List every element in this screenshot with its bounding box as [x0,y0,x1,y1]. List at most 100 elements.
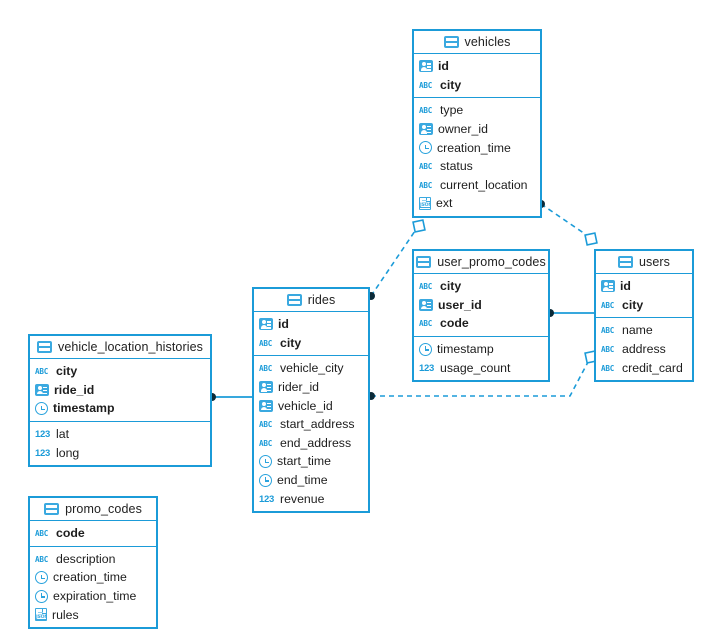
column-name: city [440,77,462,92]
column-row[interactable]: user_id [414,296,548,315]
table-header[interactable]: rides [254,289,368,312]
table-header[interactable]: promo_codes [30,498,156,521]
abc-type-icon: ABC [35,554,49,564]
abc-type-icon: ABC [419,282,433,292]
abc-type-icon: ABC [601,345,615,355]
column-name: city [280,335,302,350]
table-title: rides [307,293,336,307]
table-title: user_promo_codes [437,255,546,269]
column-name: ext [436,196,453,211]
table-icon [416,256,432,268]
id-key-icon [259,318,273,331]
clock-icon [419,141,432,155]
column-row[interactable]: id [596,277,692,296]
column-row[interactable]: rider_id [254,378,368,397]
relationship-endpoint-square [584,232,598,246]
abc-type-icon: ABC [259,338,273,348]
abc-type-icon: ABC [601,300,615,310]
column-row[interactable]: ABC address [596,340,692,359]
column-name: long [56,445,80,460]
abc-type-icon: ABC [419,180,433,190]
column-row[interactable]: ride_id [30,381,210,400]
abc-type-icon: ABC [601,326,615,336]
table-header[interactable]: vehicle_location_histories [30,336,210,359]
abc-type-icon: ABC [35,529,49,539]
column-row[interactable]: vehicle_id [254,396,368,415]
column-row[interactable]: ABC city [254,334,368,353]
table-title: users [638,255,671,269]
id-key-icon [259,381,273,394]
column-row[interactable]: ABC name [596,321,692,340]
column-name: usage_count [440,360,511,375]
column-name: id [620,279,631,294]
relationship-endpoint-square [412,219,426,233]
clock-icon [259,473,272,487]
column-row[interactable]: creation_time [30,568,156,587]
clock-icon [35,570,48,584]
column-name: vehicle_city [280,361,344,376]
column-name: type [440,103,464,118]
column-row[interactable]: owner_id [414,120,540,139]
column-row[interactable]: ABC description [30,550,156,569]
relationship-user-promo-codes-to-users [546,309,594,317]
id-key-icon [419,60,433,73]
table-icon [617,256,633,268]
table-title: promo_codes [65,502,142,516]
table-header[interactable]: users [596,251,692,274]
column-row[interactable]: timestamp [414,340,548,359]
table-header[interactable]: vehicles [414,31,540,54]
table-icon [286,294,302,306]
column-row[interactable]: creation_time [414,138,540,157]
column-row[interactable]: id [414,57,540,76]
table-header[interactable]: user_promo_codes [414,251,548,274]
column-name: name [622,323,653,338]
id-key-icon [35,383,49,396]
table-title: vehicles [464,35,511,49]
column-row[interactable]: expiration_time [30,587,156,606]
columns-section: ABC description creation_time expiration_ti… [30,547,156,627]
column-row[interactable]: end_time [254,471,368,490]
table-icon [44,503,60,515]
column-name: description [56,551,116,566]
column-row[interactable]: timestamp [30,399,210,418]
column-name: expiration_time [53,589,137,604]
table-title: vehicle_location_histories [57,340,204,354]
column-name: timestamp [53,401,115,416]
column-row[interactable]: start_time [254,452,368,471]
column-name: address [622,342,666,357]
column-row[interactable]: id [254,315,368,334]
